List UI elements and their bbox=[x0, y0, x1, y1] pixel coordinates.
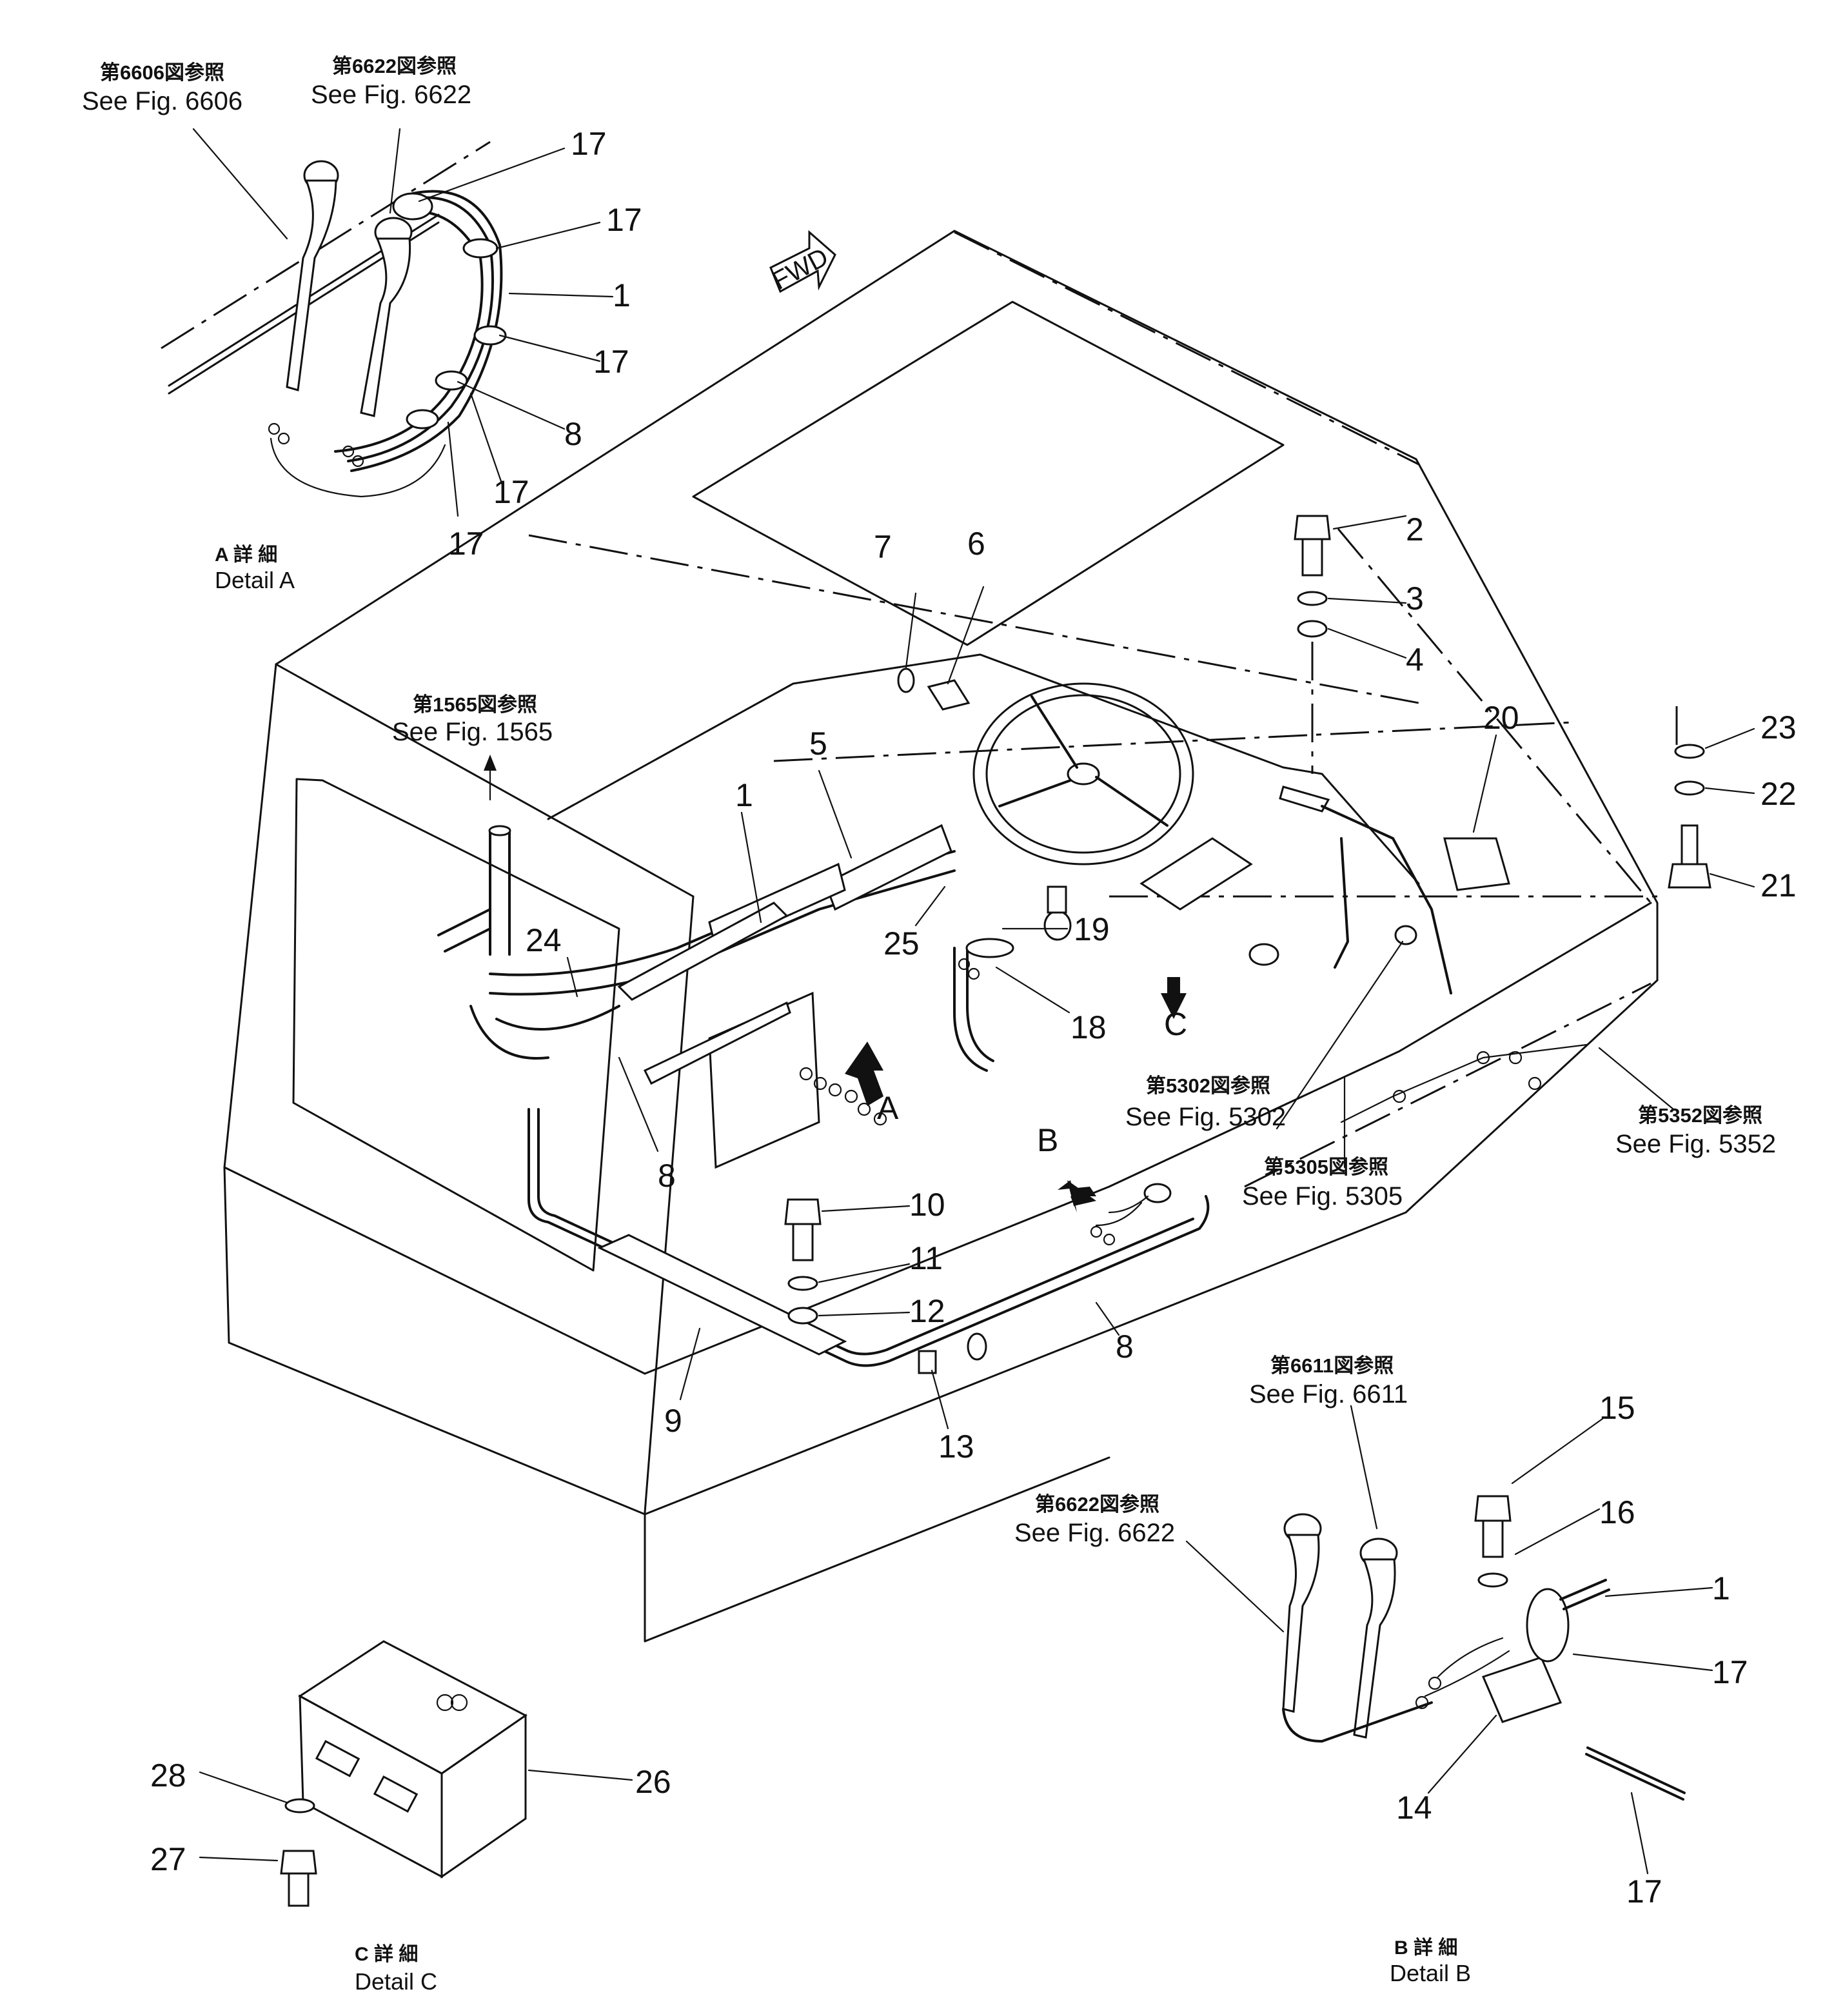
dash-items bbox=[784, 515, 1711, 1325]
part-8-label: 8 bbox=[564, 416, 582, 452]
ref-fig-5305-en: See Fig. 5305 bbox=[1242, 1182, 1403, 1211]
part-3-label: 3 bbox=[1406, 580, 1424, 617]
ref-fig-6622-b-jp: 第6622図参照 bbox=[1035, 1493, 1159, 1516]
part-22-label: 22 bbox=[1760, 776, 1797, 812]
view-b-label: B bbox=[1037, 1122, 1058, 1158]
detail-c-group bbox=[280, 1640, 528, 1907]
ref-fig-6622-b: 第6622図参照 See Fig. 6622 bbox=[1014, 1493, 1175, 1547]
fwd-arrow: FWD bbox=[768, 230, 836, 295]
part-24-label: 24 bbox=[526, 922, 562, 958]
ref-fig-6622-a-jp: 第6622図参照 bbox=[332, 55, 457, 77]
part-6-label: 6 bbox=[967, 526, 985, 562]
part-26-label: 26 bbox=[635, 1764, 671, 1800]
ref-fig-5352-jp: 第5352図参照 bbox=[1638, 1104, 1762, 1127]
detail-a-jp: A 詳 細 bbox=[215, 544, 277, 566]
part-17-label: 17 bbox=[493, 474, 529, 510]
part-7-label: 7 bbox=[874, 529, 892, 565]
part-25-label: 25 bbox=[883, 925, 920, 962]
detail-b-group bbox=[1282, 1495, 1686, 1801]
ref-fig-1565-jp: 第1565図参照 bbox=[413, 693, 537, 716]
part-8-label: 8 bbox=[1116, 1329, 1134, 1365]
part-1-label: 1 bbox=[613, 277, 631, 313]
detail-c-jp: C 詳 細 bbox=[355, 1943, 418, 1965]
ref-fig-5302: 第5302図参照 See Fig. 5302 bbox=[1125, 1074, 1286, 1131]
part-19-label: 19 bbox=[1074, 911, 1110, 947]
detail-c-en: Detail C bbox=[355, 1968, 437, 1995]
detail-captions: A 詳 細 Detail A B 詳 細 Detail B C 詳 細 Deta… bbox=[215, 544, 1471, 1995]
part-17-label: 17 bbox=[448, 526, 484, 562]
part-17-label: 17 bbox=[1712, 1654, 1748, 1690]
part-20-label: 20 bbox=[1483, 700, 1519, 736]
main-assembly bbox=[437, 824, 1210, 1374]
ref-fig-5305: 第5305図参照 See Fig. 5305 bbox=[1242, 1156, 1403, 1211]
ref-fig-5352-en: See Fig. 5352 bbox=[1615, 1130, 1776, 1158]
part-27-label: 27 bbox=[150, 1841, 186, 1877]
ref-fig-6622-a: 第6622図参照 See Fig. 6622 bbox=[311, 55, 471, 109]
part-17-label: 17 bbox=[571, 126, 607, 162]
ref-fig-6611-jp: 第6611図参照 bbox=[1270, 1354, 1394, 1377]
ref-fig-5302-en: See Fig. 5302 bbox=[1125, 1103, 1286, 1131]
part-14-label: 14 bbox=[1396, 1790, 1432, 1826]
part-18-label: 18 bbox=[1070, 1009, 1107, 1045]
part-16-label: 16 bbox=[1599, 1494, 1635, 1530]
part-5-label: 5 bbox=[809, 726, 827, 762]
part-1-label: 1 bbox=[1712, 1570, 1730, 1606]
ref-fig-1565-en: See Fig. 1565 bbox=[392, 718, 553, 746]
ref-fig-6611: 第6611図参照 See Fig. 6611 bbox=[1249, 1354, 1408, 1408]
part-15-label: 15 bbox=[1599, 1390, 1635, 1426]
detail-b-en: Detail B bbox=[1390, 1960, 1471, 1986]
part-28-label: 28 bbox=[150, 1757, 186, 1794]
view-letters: A B C bbox=[877, 1006, 1187, 1158]
part-12-label: 12 bbox=[909, 1293, 945, 1329]
part-11-label: 11 bbox=[909, 1240, 943, 1276]
part-numbers: 17 17 1 17 8 17 17 7 6 5 1 24 25 19 18 8… bbox=[150, 126, 1797, 1910]
ref-fig-6606-jp: 第6606図参照 bbox=[100, 61, 224, 84]
ref-fig-5305-jp: 第5305図参照 bbox=[1264, 1156, 1388, 1178]
part-17-label: 17 bbox=[606, 202, 642, 238]
ref-fig-1565: 第1565図参照 See Fig. 1565 bbox=[392, 693, 553, 746]
detail-a-group bbox=[161, 141, 507, 498]
leader-lines bbox=[192, 128, 1755, 1875]
part-13-label: 13 bbox=[938, 1428, 974, 1465]
part-10-label: 10 bbox=[909, 1187, 945, 1223]
figure-references: 第6606図参照 See Fig. 6606 第6622図参照 See Fig.… bbox=[82, 55, 1776, 1547]
fwd-label: FWD bbox=[768, 242, 833, 295]
ref-fig-6622-b-en: See Fig. 6622 bbox=[1014, 1519, 1175, 1547]
view-a-label: A bbox=[877, 1090, 899, 1126]
part-2-label: 2 bbox=[1406, 511, 1424, 548]
ref-fig-6622-a-en: See Fig. 6622 bbox=[311, 81, 471, 109]
part-4-label: 4 bbox=[1406, 642, 1424, 678]
detail-a-en: Detail A bbox=[215, 567, 295, 593]
part-23-label: 23 bbox=[1760, 709, 1797, 746]
part-9-label: 9 bbox=[664, 1403, 682, 1439]
part-17-label: 17 bbox=[1626, 1873, 1662, 1910]
ref-fig-6611-en: See Fig. 6611 bbox=[1249, 1380, 1408, 1408]
view-c-label: C bbox=[1164, 1006, 1187, 1042]
part-8-label: 8 bbox=[658, 1158, 676, 1194]
part-21-label: 21 bbox=[1760, 867, 1797, 904]
ref-fig-6606-en: See Fig. 6606 bbox=[82, 87, 242, 115]
part-17-label: 17 bbox=[593, 344, 629, 380]
ref-fig-5302-jp: 第5302図参照 bbox=[1146, 1074, 1270, 1097]
detail-b-jp: B 詳 細 bbox=[1394, 1937, 1457, 1959]
steering-wheel bbox=[972, 682, 1194, 865]
part-1-label: 1 bbox=[735, 777, 753, 813]
ref-fig-5352: 第5352図参照 See Fig. 5352 bbox=[1615, 1104, 1776, 1158]
ref-fig-6606: 第6606図参照 See Fig. 6606 bbox=[82, 61, 242, 115]
